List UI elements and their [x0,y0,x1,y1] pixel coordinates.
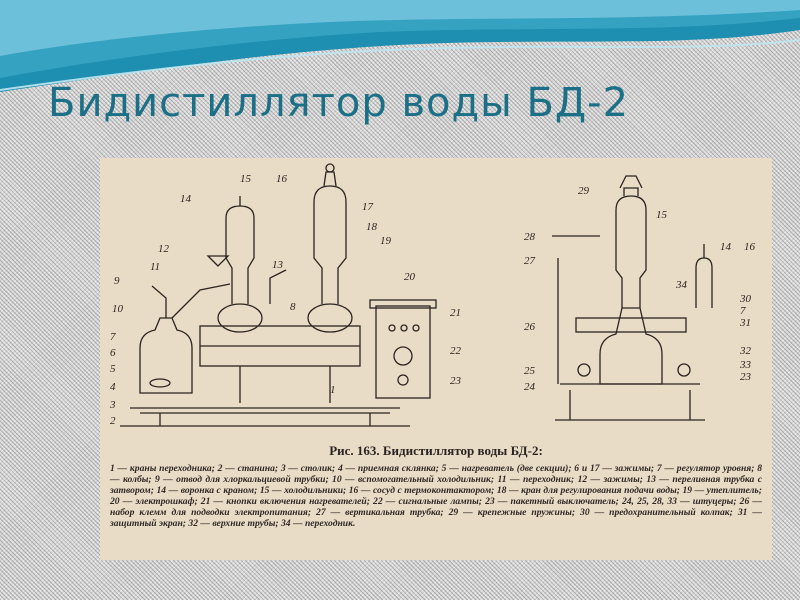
callout: 22 [450,345,462,357]
callout: 7 [110,331,116,343]
callout: 33 [739,359,752,371]
callout: 25 [524,365,536,377]
callout: 15 [656,209,668,221]
figure-caption: Рис. 163. Бидистиллятор воды БД-2: 1 — к… [100,443,772,529]
flask [217,303,263,333]
callout: 1 [330,384,336,396]
condenser [313,185,347,304]
callout: 4 [110,381,116,393]
header-wave [0,0,800,92]
callout: 31 [739,317,751,329]
callout: 6 [110,347,116,359]
callout: 21 [450,307,461,319]
callout: 30 [739,293,752,305]
callout: 8 [290,301,296,313]
callout: 5 [110,363,116,375]
callout: 3 [109,399,116,411]
callout: 7 [740,305,746,317]
receiving-flask [139,317,193,394]
left-callouts: 1 2 3 4 5 6 7 8 9 10 11 12 13 14 15 16 1… [109,173,462,427]
callout: 14 [720,241,732,253]
callout: 32 [739,345,752,357]
callout: 27 [524,255,536,267]
apparatus-drawing: 1 2 3 4 5 6 7 8 9 10 11 12 13 14 15 16 1… [109,163,756,427]
callout: 34 [675,279,688,291]
callout: 16 [276,173,288,185]
callout: 2 [110,415,116,427]
callout: 20 [404,271,416,283]
right-callouts: 7 14 15 16 23 24 25 26 27 28 29 30 31 32… [524,185,756,393]
slide-title: Бидистиллятор воды БД-2 [48,80,630,126]
callout: 9 [114,275,120,287]
callout: 14 [180,193,192,205]
callout: 26 [524,321,536,333]
callout: 23 [450,375,462,387]
callout: 12 [158,243,170,255]
callout: 16 [744,241,756,253]
callout: 10 [112,303,124,315]
callout: 23 [740,371,752,383]
callout: 18 [366,221,378,233]
caption-title: Рис. 163. Бидистиллятор воды БД-2: [329,443,543,458]
figure-scan: 1 2 3 4 5 6 7 8 9 10 11 12 13 14 15 16 1… [100,158,772,560]
callout: 17 [362,201,374,213]
callout: 15 [240,173,252,185]
callout: 24 [524,381,536,393]
callout: 28 [524,231,536,243]
callout: 11 [150,261,160,273]
condenser [225,205,255,304]
flask [307,303,353,333]
callout: 19 [380,235,392,247]
large-flask [599,307,663,385]
electrical-cabinet [375,305,431,399]
caption-legend: 1 — краны переходника; 2 — станина; 3 — … [110,463,762,529]
condenser [615,195,647,308]
callout: 13 [272,259,284,271]
callout: 29 [578,185,590,197]
